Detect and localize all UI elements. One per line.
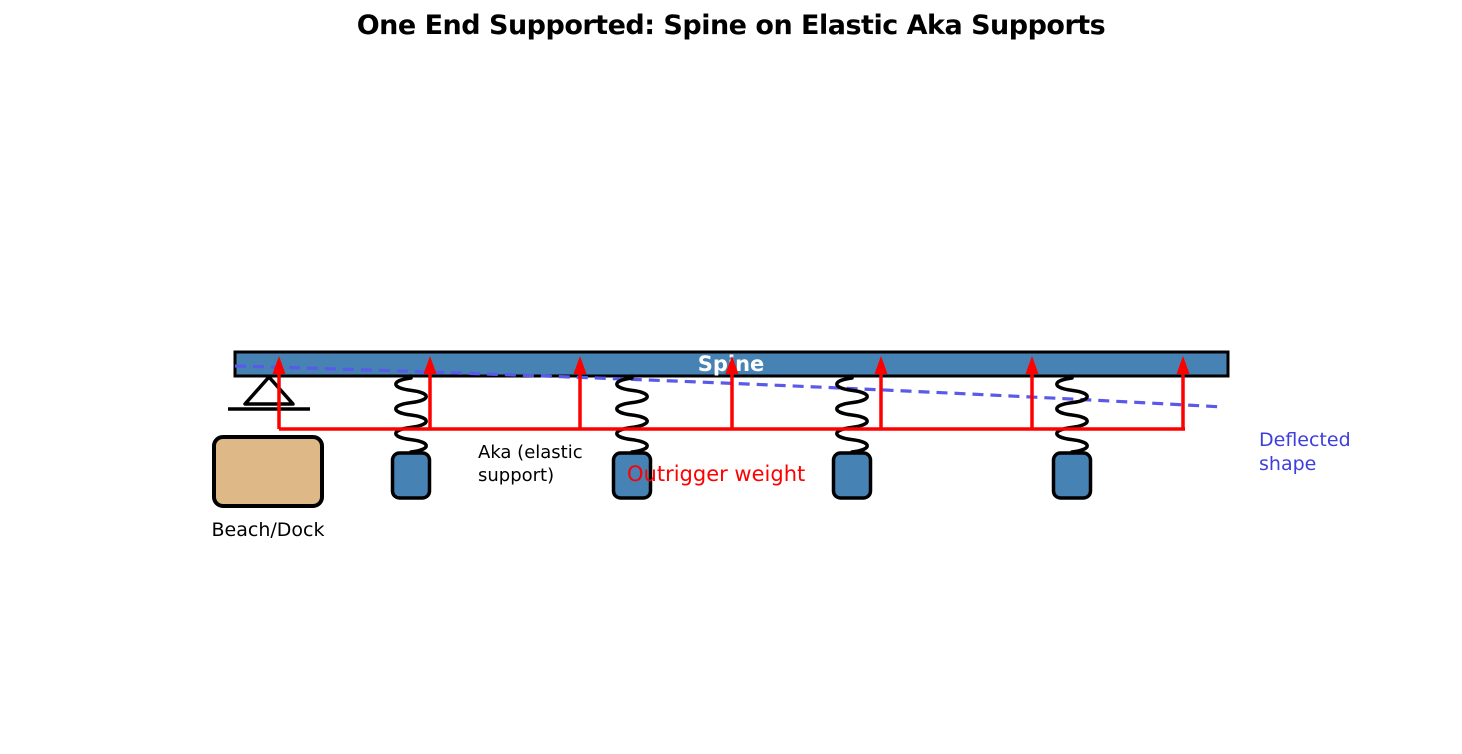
weights-group — [390, 451, 1093, 500]
aka-label-line1: Aka (elastic — [478, 442, 583, 463]
spring — [1055, 374, 1089, 455]
deflected-shape-group — [234, 364, 1224, 409]
reaction-arrow-head — [1176, 356, 1190, 374]
dock-label: Beach/Dock — [212, 519, 325, 541]
reaction-arrows-group — [272, 356, 1190, 431]
spring — [615, 374, 649, 455]
reaction-arrow-head — [423, 356, 437, 374]
deflected-shape-label-line2: shape — [1259, 453, 1316, 475]
outrigger-weight-box — [611, 451, 653, 500]
pin-support-group — [228, 375, 310, 411]
deflected-shape-label-line1: Deflected — [1259, 429, 1351, 451]
outrigger-weight-box — [1051, 451, 1093, 500]
reaction-arrow-head — [1025, 356, 1039, 374]
dock-box — [212, 435, 324, 508]
reaction-arrow-head — [573, 356, 587, 374]
dock-group — [212, 435, 324, 508]
springs-group — [394, 374, 1089, 455]
spring — [835, 374, 869, 455]
aka-label-line2: support) — [478, 465, 554, 486]
outrigger-weight-box — [831, 451, 873, 500]
outrigger-weight-box — [390, 451, 432, 500]
deflected-shape-line — [234, 364, 1224, 409]
outrigger-weight-label: Outrigger weight — [627, 462, 805, 486]
spring — [394, 374, 428, 455]
reaction-arrow-head — [874, 356, 888, 374]
pin-support-triangle — [243, 375, 295, 406]
reaction-arrow-head — [725, 356, 739, 374]
diagram-title: One End Supported: Spine on Elastic Aka … — [356, 10, 1106, 41]
reaction-arrow-head — [272, 356, 286, 374]
